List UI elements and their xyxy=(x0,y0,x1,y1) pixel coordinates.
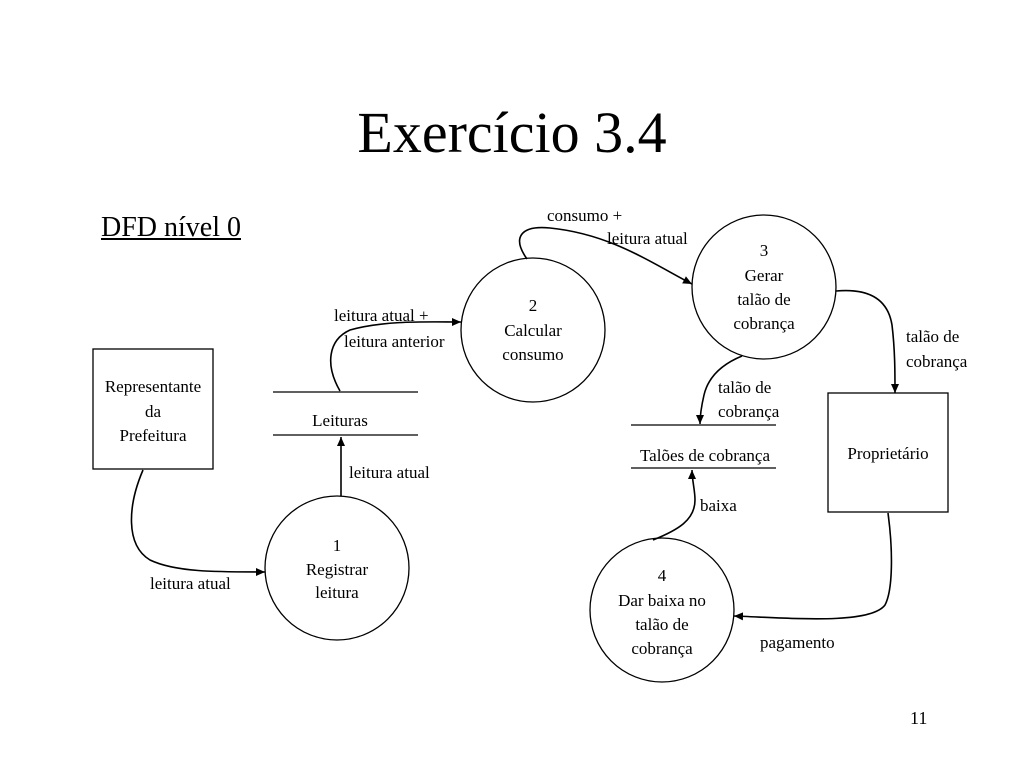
entity-representante-line-2: da xyxy=(145,402,162,421)
flow-p2-to-p3-label-2: leitura atual xyxy=(607,229,688,248)
datastore-taloes-label: Talões de cobrança xyxy=(640,446,770,465)
flow-p1-to-leituras-label: leitura atual xyxy=(349,463,430,482)
process-4-line-1: Dar baixa no xyxy=(618,591,706,610)
flow-leituras-to-p2-label-2: leitura anterior xyxy=(344,332,445,351)
flow-p4-to-taloes: baixa xyxy=(652,469,737,541)
datastore-leituras-label: Leituras xyxy=(312,411,368,430)
process-3-line-1: Gerar xyxy=(745,266,784,285)
process-1-number: 1 xyxy=(333,536,342,555)
flow-leituras-to-p2: leitura atual + leitura anterior xyxy=(329,306,462,392)
process-4-number: 4 xyxy=(658,566,667,585)
process-4-line-2: talão de xyxy=(635,615,688,634)
flow-p3-to-taloes: talão de cobrança xyxy=(696,355,780,425)
datastore-leituras: Leituras xyxy=(273,391,418,436)
process-4-line-3: cobrança xyxy=(631,639,693,658)
process-3-line-3: cobrança xyxy=(733,314,795,333)
entity-proprietario-label: Proprietário xyxy=(847,444,928,463)
entity-representante-line-3: Prefeitura xyxy=(119,426,186,445)
flow-p1-to-leituras: leitura atual xyxy=(337,437,430,496)
process-3-line-2: talão de xyxy=(737,290,790,309)
flow-p3-to-taloes-label-2: cobrança xyxy=(718,402,780,421)
process-1-registrar-leitura: 1 Registrar leitura xyxy=(264,495,410,641)
flow-representante-to-p1-label: leitura atual xyxy=(150,574,231,593)
process-2-number: 2 xyxy=(529,296,538,315)
flow-p2-to-p3-label-1: consumo + xyxy=(547,206,622,225)
process-2-line-1: Calcular xyxy=(504,321,562,340)
flow-proprietario-to-p4: pagamento xyxy=(733,512,893,652)
flow-p3-to-taloes-label-1: talão de xyxy=(718,378,771,397)
entity-representante: Representante da Prefeitura xyxy=(92,348,214,470)
process-2-line-2: consumo xyxy=(502,345,563,364)
flow-p4-to-taloes-label: baixa xyxy=(700,496,737,515)
process-1-line-1: Registrar xyxy=(306,560,369,579)
datastore-taloes: Talões de cobrança xyxy=(631,424,776,469)
entity-proprietario: Proprietário xyxy=(827,392,949,513)
flow-proprietario-to-p4-label: pagamento xyxy=(760,633,835,652)
process-3-number: 3 xyxy=(760,241,769,260)
process-4-dar-baixa: 4 Dar baixa no talão de cobrança xyxy=(589,537,735,683)
flow-p2-to-p3: consumo + leitura atual xyxy=(518,206,693,285)
flow-leituras-to-p2-label-1: leitura atual + xyxy=(334,306,429,325)
flow-representante-to-p1: leitura atual xyxy=(130,469,266,593)
process-3-gerar-talao: 3 Gerar talão de cobrança xyxy=(691,214,837,360)
process-1-line-2: leitura xyxy=(315,583,359,602)
diagram-subtitle: DFD nível 0 xyxy=(101,212,241,243)
entity-representante-line-1: Representante xyxy=(105,377,201,396)
flow-p3-to-proprietario-label-1: talão de xyxy=(906,327,959,346)
slide-title: Exercício 3.4 xyxy=(357,100,667,165)
flow-p3-to-proprietario: talão de cobrança xyxy=(835,289,968,394)
page-number: 11 xyxy=(910,708,928,728)
process-2-calcular-consumo: 2 Calcular consumo xyxy=(460,257,606,403)
flow-p3-to-proprietario-label-2: cobrança xyxy=(906,352,968,371)
